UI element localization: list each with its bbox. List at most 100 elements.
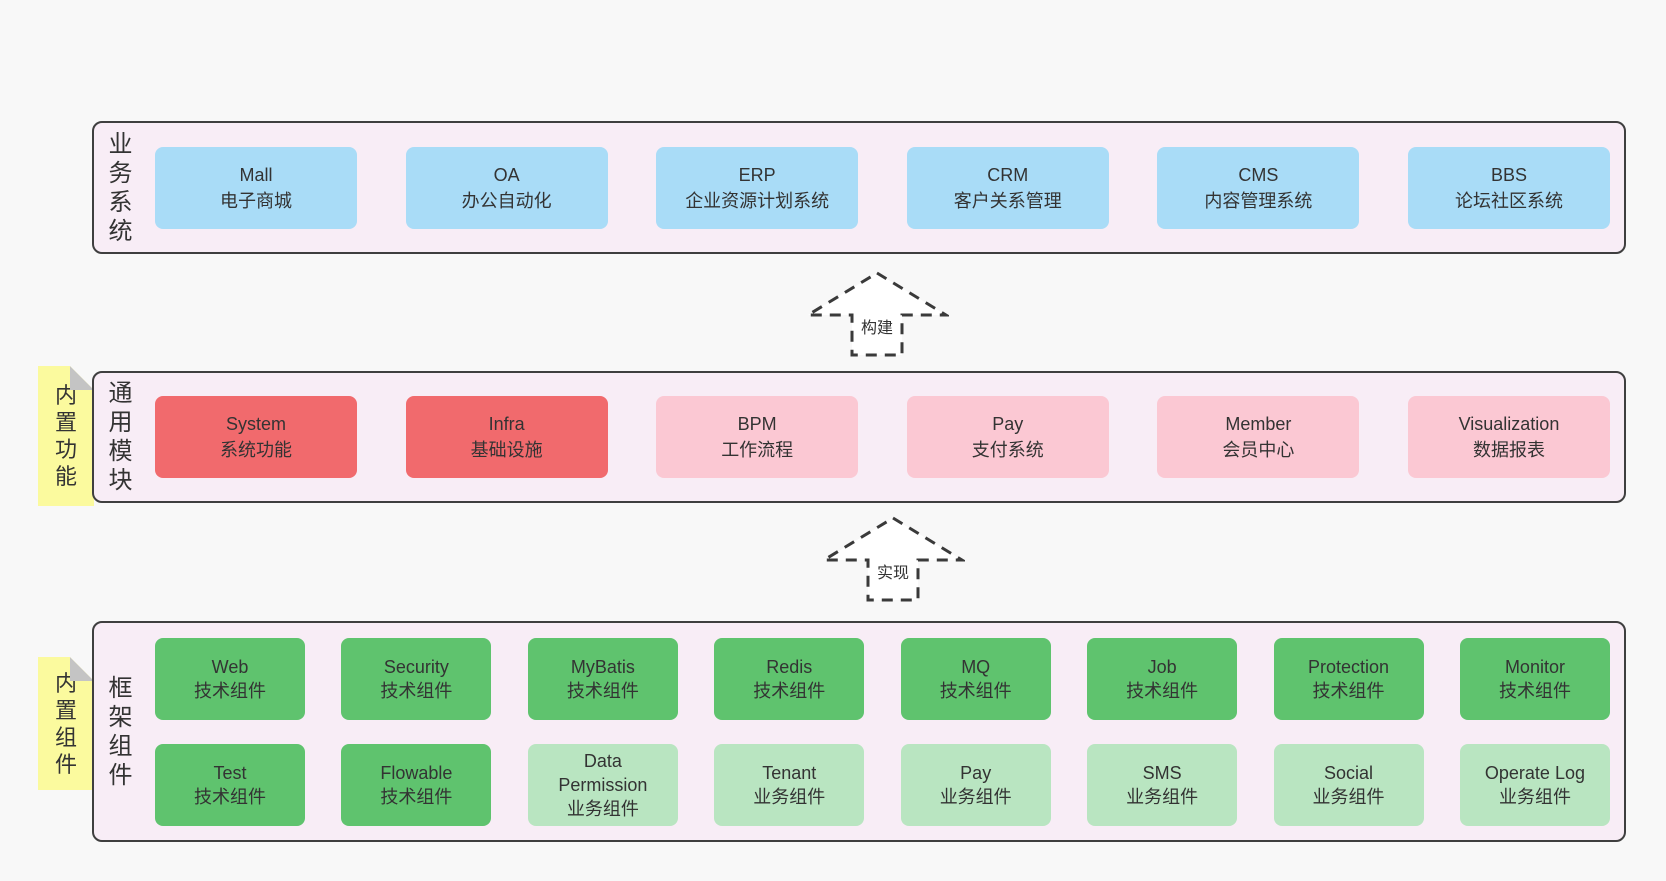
band-framework-components: 框架组件 Web 技术组件 Security 技术组件 MyBatis 技术组件… (92, 621, 1626, 842)
box-subtitle: 工作流程 (721, 440, 794, 460)
band-label: 业务系统 (108, 130, 133, 245)
box-title: Tenant (762, 762, 817, 783)
box-subtitle: 技术组件 (1312, 680, 1385, 701)
box-title: MQ (961, 656, 991, 677)
box-title: Mall (239, 164, 273, 185)
box-mybatis: MyBatis 技术组件 (527, 637, 678, 720)
box-member: Member 会员中心 (1157, 396, 1360, 478)
box-title: Visualization (1458, 414, 1560, 434)
box-subtitle: 技术组件 (566, 680, 639, 701)
box-subtitle: 业务组件 (1312, 786, 1385, 807)
band-label: 通用模块 (108, 380, 133, 494)
box-subtitle: 技术组件 (939, 680, 1012, 701)
box-subtitle: 业务组件 (1126, 786, 1199, 807)
box-title: Web (211, 656, 249, 677)
band-common-modules: 通用模块 System 系统功能 Infra 基础设施 BPM 工作流程 Pay… (92, 371, 1626, 503)
box-title: Operate Log (1484, 762, 1585, 783)
box-subtitle: 基础设施 (470, 440, 543, 460)
box-title: System (225, 414, 286, 434)
box-bpm: BPM 工作流程 (656, 396, 859, 478)
box-protection: Protection 技术组件 (1273, 637, 1424, 720)
box-title: Pay (992, 414, 1024, 434)
box-mall: Mall 电子商城 (155, 146, 357, 229)
band-label: 框架组件 (108, 674, 133, 789)
note-folded-corner-icon (70, 366, 94, 390)
box-subtitle: 技术组件 (753, 680, 826, 701)
box-subtitle: 业务组件 (1498, 786, 1571, 807)
band-content: Mall 电子商城 OA 办公自动化 ERP 企业资源计划系统 CRM 客户关系… (155, 123, 1610, 252)
box-title: Data Permission (558, 750, 648, 795)
box-subtitle: 企业资源计划系统 (685, 190, 830, 211)
box-title: MyBatis (570, 656, 635, 677)
arrow-label: 构建 (858, 314, 896, 338)
box-mq: MQ 技术组件 (900, 637, 1051, 720)
box-title: Job (1147, 656, 1177, 677)
box-operate-log: Operate Log 业务组件 (1459, 743, 1610, 826)
box-title: OA (493, 164, 520, 185)
box-subtitle: 内容管理系统 (1204, 190, 1313, 211)
box-subtitle: 技术组件 (1126, 680, 1199, 701)
box-subtitle: 技术组件 (1498, 680, 1571, 701)
box-security: Security 技术组件 (341, 637, 492, 720)
box-crm: CRM 客户关系管理 (906, 146, 1109, 229)
box-subtitle: 业务组件 (753, 786, 826, 807)
note-label: 内置功能 (54, 383, 77, 489)
box-title: Protection (1308, 656, 1390, 677)
dashed-up-arrow-implement: 实现 (821, 515, 965, 603)
box-title: CMS (1238, 164, 1279, 185)
box-title: Flowable (380, 762, 453, 783)
box-subtitle: 技术组件 (380, 680, 453, 701)
box-title: BBS (1490, 164, 1527, 185)
box-data-permission: Data Permission 业务组件 (527, 743, 678, 826)
box-title: Security (383, 656, 449, 677)
box-title: SMS (1142, 762, 1182, 783)
box-title: Redis (766, 656, 813, 677)
box-social: Social 业务组件 (1273, 743, 1424, 826)
box-redis: Redis 技术组件 (714, 637, 865, 720)
box-title: Social (1324, 762, 1374, 783)
box-subtitle: 业务组件 (566, 798, 639, 819)
band-business-systems: 业务系统 Mall 电子商城 OA 办公自动化 ERP 企业资源计划系统 CRM… (92, 121, 1626, 254)
box-subtitle: 客户关系管理 (953, 190, 1062, 211)
box-subtitle: 会员中心 (1222, 440, 1295, 460)
box-visualization: Visualization 数据报表 (1407, 396, 1610, 478)
box-pay-system: Pay 支付系统 (906, 396, 1109, 478)
box-sms: SMS 业务组件 (1087, 743, 1238, 826)
box-bbs: BBS 论坛社区系统 (1407, 146, 1610, 229)
box-oa: OA 办公自动化 (405, 146, 608, 229)
box-subtitle: 技术组件 (194, 786, 266, 807)
box-subtitle: 数据报表 (1472, 440, 1545, 460)
box-infra: Infra 基础设施 (405, 396, 608, 478)
box-title: CRM (987, 164, 1029, 185)
box-monitor: Monitor 技术组件 (1459, 637, 1610, 720)
box-subtitle: 技术组件 (194, 680, 266, 701)
sticky-note-builtin-components: 内置组件 (38, 657, 94, 790)
box-title: Pay (960, 762, 992, 783)
box-system: System 系统功能 (155, 396, 357, 478)
box-erp: ERP 企业资源计划系统 (656, 146, 859, 229)
box-test: Test 技术组件 (155, 743, 305, 826)
component-row-1: Web 技术组件 Security 技术组件 MyBatis 技术组件 Redi… (155, 637, 1610, 720)
box-subtitle: 业务组件 (939, 786, 1012, 807)
box-title: ERP (738, 164, 776, 185)
band-content: System 系统功能 Infra 基础设施 BPM 工作流程 Pay 支付系统… (155, 373, 1610, 501)
box-job: Job 技术组件 (1087, 637, 1238, 720)
box-pay-component: Pay 业务组件 (900, 743, 1051, 826)
box-title: Monitor (1504, 656, 1565, 677)
box-title: Infra (488, 414, 525, 434)
box-subtitle: 电子商城 (220, 190, 292, 211)
dashed-up-arrow-build: 构建 (805, 270, 949, 358)
note-label: 内置组件 (54, 670, 77, 777)
box-tenant: Tenant 业务组件 (714, 743, 865, 826)
box-flowable: Flowable 技术组件 (341, 743, 492, 826)
note-folded-corner-icon (70, 657, 94, 681)
box-title: Member (1225, 414, 1292, 434)
arrow-label: 实现 (874, 559, 912, 583)
sticky-note-builtin-features: 内置功能 (38, 366, 94, 506)
box-subtitle: 办公自动化 (461, 190, 552, 211)
box-title: BPM (737, 414, 777, 434)
box-subtitle: 支付系统 (971, 440, 1044, 460)
box-title: Test (213, 762, 247, 783)
component-row-2: Test 技术组件 Flowable 技术组件 Data Permission … (155, 743, 1610, 826)
